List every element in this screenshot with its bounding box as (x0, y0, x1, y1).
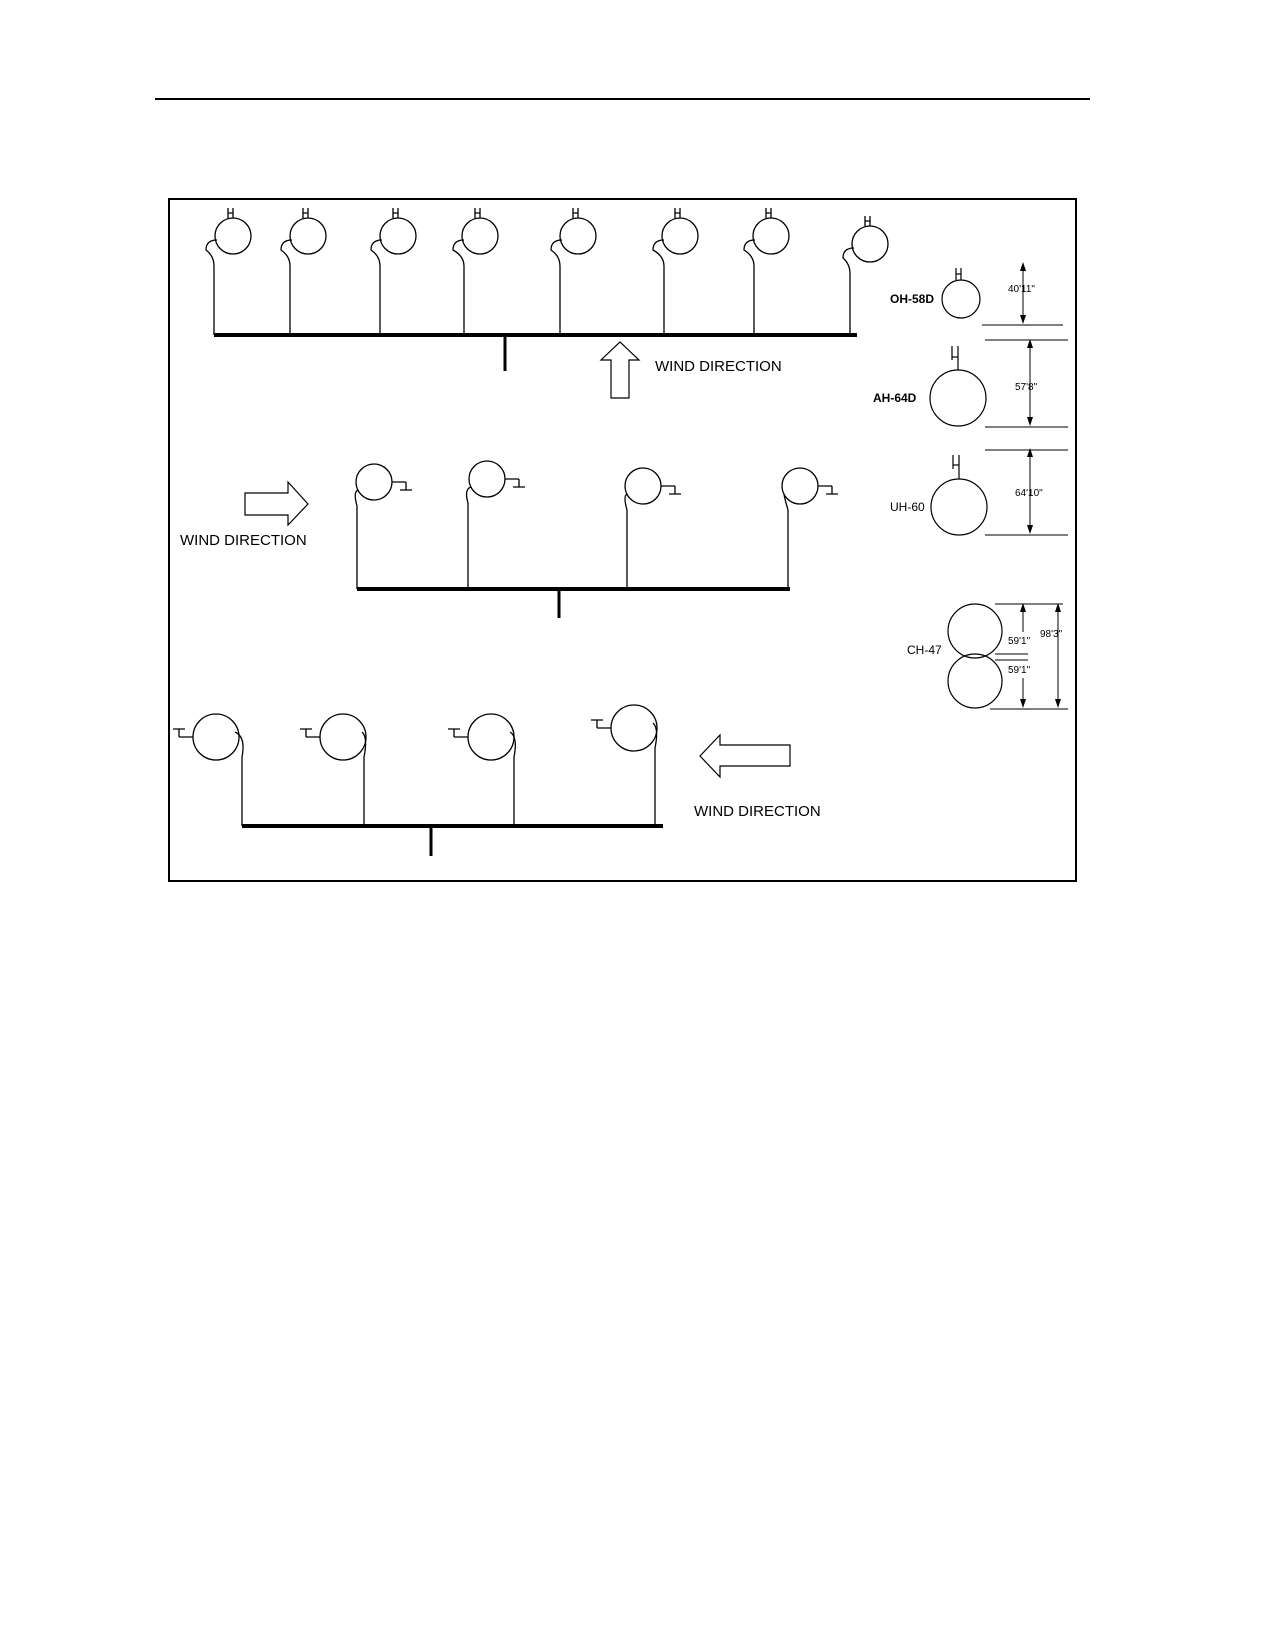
helicopter-rotor-disk-icon (624, 467, 662, 505)
wind-arrow-left-icon (699, 733, 791, 779)
legend-ah64d-name: AH-64D (873, 391, 917, 405)
taxi-lane (370, 239, 383, 335)
parking-row-middle (354, 460, 838, 618)
wind-arrow-right-icon (244, 480, 309, 527)
tail-rotor-icon (300, 728, 320, 738)
taxi-lane (234, 731, 244, 826)
wind-label-bottom: WIND DIRECTION (694, 803, 821, 820)
legend-ch47-dim-total: 98'3" (1040, 629, 1063, 640)
tail-rotor-icon (505, 478, 525, 488)
ch47-front-rotor-disk-icon (947, 603, 1003, 659)
tail-rotor-icon (392, 208, 399, 218)
helicopter-rotor-disk-icon (559, 217, 597, 255)
legend-ch47: CH-47 59'1" 59'1" 98'3" (907, 603, 1068, 710)
figure-frame (168, 198, 1077, 882)
helicopter-rotor-disk-icon (319, 713, 367, 761)
uh60-rotor-disk-icon (930, 478, 988, 536)
helicopter-rotor-disk-icon (289, 217, 327, 255)
taxi-lane (842, 247, 855, 335)
helicopter-rotor-disk-icon (355, 463, 393, 501)
parking-row-top (205, 208, 889, 371)
tail-rotor-icon (591, 719, 611, 729)
taxi-lane (509, 731, 516, 826)
wind-label-middle: WIND DIRECTION (180, 532, 307, 549)
taxi-lane (452, 239, 465, 335)
legend-ch47-dim-front: 59'1" (1008, 636, 1031, 647)
taxi-lane (465, 486, 472, 589)
taxi-lane (354, 489, 359, 589)
legend-oh58d-name: OH-58D (890, 292, 934, 306)
helicopter-rotor-disk-icon (468, 460, 506, 498)
legend-uh60-name: UH-60 (890, 500, 925, 514)
ah64d-rotor-disk-icon (929, 369, 987, 427)
oh58d-rotor-disk-icon (941, 279, 981, 319)
helicopter-rotor-disk-icon (461, 217, 499, 255)
tail-rotor-icon (392, 481, 412, 491)
taxi-lane (652, 239, 665, 335)
legend-uh60: UH-60 64'10" (890, 448, 1068, 536)
legend-uh60-dim: 64'10" (1015, 488, 1043, 499)
helicopter-rotor-disk-icon (192, 713, 240, 761)
helicopter-rotor-disk-icon (214, 217, 252, 255)
taxi-lane (550, 239, 563, 335)
parking-row-bottom (173, 704, 663, 856)
tail-rotor-icon (474, 208, 481, 218)
tail-rotor-icon (661, 485, 681, 495)
wind-arrow-up-icon (599, 341, 641, 399)
tail-rotor-icon (572, 208, 579, 218)
tail-rotor-icon (864, 216, 871, 226)
wind-label-top: WIND DIRECTION (655, 358, 782, 375)
helicopter-rotor-disk-icon (752, 217, 790, 255)
legend-ch47-name: CH-47 (907, 643, 942, 657)
tail-rotor-icon (173, 728, 193, 738)
legend-oh58d-dim: 40'11" (1008, 284, 1035, 295)
tail-rotor-icon (302, 208, 309, 218)
taxi-lane (652, 722, 658, 826)
taxi-lane (205, 239, 218, 335)
legend-ch47-dim-rear: 59'1" (1008, 665, 1031, 676)
tail-rotor-icon (227, 208, 234, 218)
taxi-lane (280, 239, 293, 335)
ch47-rear-rotor-disk-icon (947, 653, 1003, 709)
header-rule (155, 98, 1090, 100)
legend-oh58d: OH-58D 40'11" (890, 262, 1063, 326)
tail-rotor-icon (674, 208, 681, 218)
legend-ah64d: AH-64D 57'8" (873, 339, 1068, 428)
helicopter-rotor-disk-icon (661, 217, 699, 255)
taxi-lane (783, 493, 789, 589)
taxi-lane (361, 731, 367, 826)
legend-ah64d-dim: 57'8" (1015, 382, 1038, 393)
taxi-lane (624, 493, 628, 589)
helicopter-rotor-disk-icon (851, 225, 889, 263)
tail-rotor-icon (765, 208, 772, 218)
tail-rotor-icon (448, 728, 468, 738)
helicopter-rotor-disk-icon (379, 217, 417, 255)
helicopter-rotor-disk-icon (467, 713, 515, 761)
helicopter-rotor-disk-icon (610, 704, 658, 752)
helicopter-rotor-disk-icon (781, 467, 819, 505)
taxi-lane (743, 239, 756, 335)
tail-rotor-icon (818, 485, 838, 495)
